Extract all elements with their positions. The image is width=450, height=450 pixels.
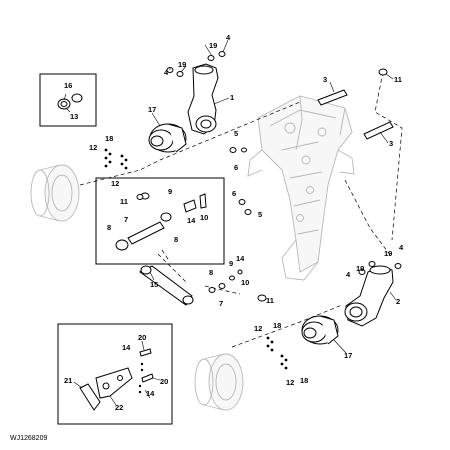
callout-4-upper-left: 4: [164, 68, 169, 77]
callout-12-upper-a: 12: [89, 143, 97, 152]
callout-14-inset: 14: [187, 216, 196, 225]
steering-link: [139, 265, 194, 306]
steering-knuckle-upper: [187, 63, 219, 135]
callout-6-upper: 6: [234, 163, 238, 172]
wheel-hub-upper: [148, 123, 187, 153]
callout-11-upper-right: 11: [394, 75, 402, 84]
bolt-dot-clusters: [104, 148, 288, 394]
callout-7-link: 7: [219, 299, 223, 308]
callout-2: 2: [396, 297, 400, 306]
callout-17-lower: 17: [344, 351, 352, 360]
callout-3-upper: 3: [323, 75, 327, 84]
callout-12-lower-b: 12: [286, 378, 294, 387]
callout-8-inset-left: 8: [107, 223, 111, 232]
callout-19-top: 19: [209, 41, 217, 50]
callout-9-inset: 9: [168, 187, 172, 196]
callout-18-upper: 18: [105, 134, 113, 143]
inset-top-left-parts: [57, 93, 83, 110]
callout-20-top: 20: [138, 333, 146, 342]
callout-5-upper: 5: [234, 129, 238, 138]
callout-4-lower-left: 4: [346, 270, 351, 279]
inset-bottom-parts: [79, 348, 154, 411]
callout-4-top: 4: [226, 33, 231, 42]
inset-box-seal: [39, 73, 97, 127]
callout-9-link: 9: [229, 259, 233, 268]
steering-knuckle-lower: [344, 265, 394, 327]
callout-14-lower-inset-a: 14: [122, 343, 131, 352]
grease-fittings: [140, 68, 388, 302]
callout-3-lower: 3: [389, 139, 393, 148]
callout-16: 16: [64, 81, 72, 90]
king-pin-upper: [317, 89, 348, 106]
leader-lines: [63, 39, 397, 406]
callout-22: 22: [115, 403, 123, 412]
callout-18-lower-a: 18: [273, 321, 281, 330]
callout-12-lower-a: 12: [254, 324, 262, 333]
king-pin-lower: [363, 121, 394, 140]
callout-10-inset: 10: [200, 213, 208, 222]
callout-13: 13: [70, 112, 78, 121]
callout-14-link: 14: [236, 254, 245, 263]
callout-11-inset: 11: [120, 197, 128, 206]
axle-housing-ghost: [247, 95, 355, 281]
callout-19-right: 19: [384, 249, 392, 258]
callout-20-bottom: 20: [160, 377, 168, 386]
small-hardware: [166, 51, 402, 293]
inset-box-bushings: [95, 177, 225, 265]
callout-19-upper-left: 19: [178, 60, 186, 69]
lower-wheel-hub-ghost: [194, 353, 244, 411]
callout-15: 15: [150, 280, 158, 289]
callout-6-lower: 6: [232, 189, 236, 198]
callout-11-link: 11: [266, 296, 274, 305]
upper-wheel-hub-ghost: [30, 164, 80, 222]
callout-21: 21: [64, 376, 72, 385]
callout-18-lower-b: 18: [300, 376, 308, 385]
callout-7-inset: 7: [124, 215, 128, 224]
callout-8-link: 8: [209, 268, 213, 277]
callout-1: 1: [230, 93, 234, 102]
callout-19-lower-left: 19: [356, 264, 364, 273]
inset-middle-parts: [115, 193, 207, 251]
callout-5-lower: 5: [258, 210, 262, 219]
callout-4-right: 4: [399, 243, 404, 252]
figure-code: WJ1268209: [10, 435, 47, 442]
callout-10-link: 10: [241, 278, 249, 287]
wheel-hub-lower: [301, 315, 339, 345]
callout-12-upper-b: 12: [111, 179, 119, 188]
inset-box-lever: [57, 323, 173, 425]
callout-labels: 1 2 3 3 4 4 4 4 5 5 6 6 7 7 8 8 8 9 9 10…: [64, 33, 404, 412]
callout-8-inset-right: 8: [174, 235, 178, 244]
callout-17-upper: 17: [148, 105, 156, 114]
callout-14-lower-inset-b: 14: [146, 389, 155, 398]
